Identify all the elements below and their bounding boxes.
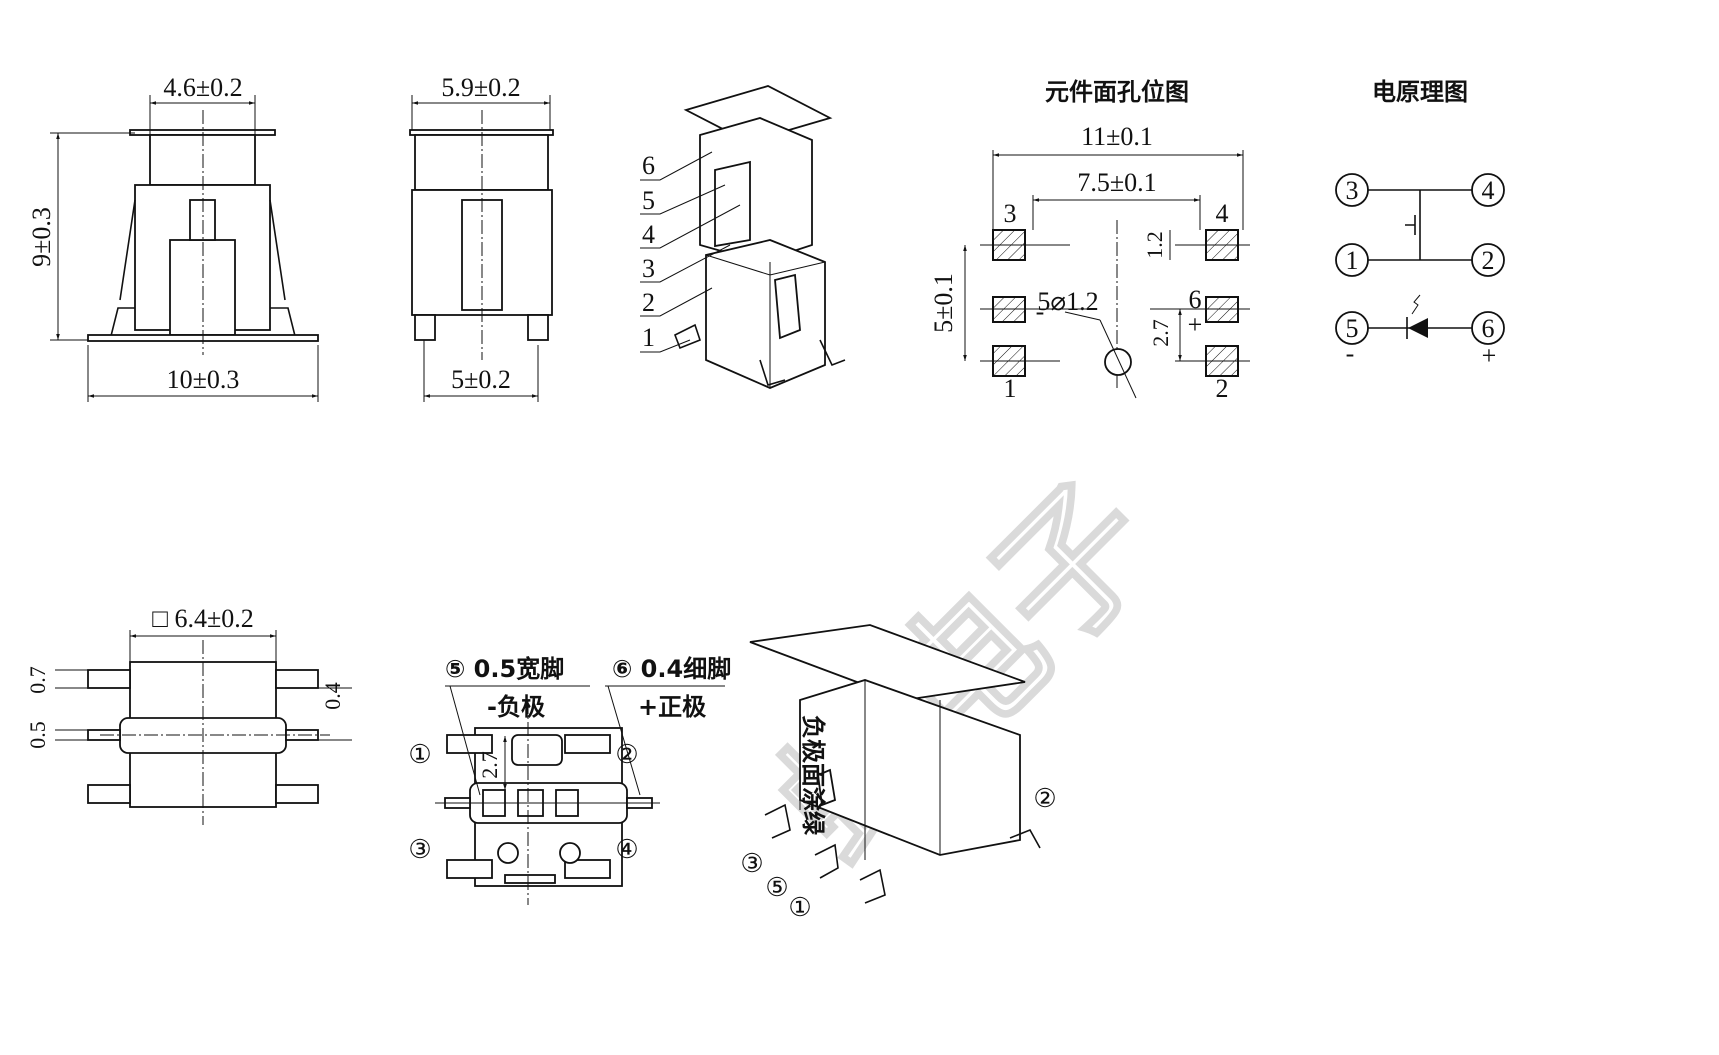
callouts: 6 5 4 3 2 1 — [640, 151, 741, 353]
pin-3-label: ③ — [408, 835, 431, 864]
plus-sign: + — [1188, 310, 1203, 339]
node-4: 4 — [1482, 176, 1495, 205]
minus-sign: - — [1036, 297, 1045, 326]
callout-4: 4 — [642, 220, 655, 249]
front-view: 4.6±0.2 9±0.3 10±0.3 — [27, 73, 319, 402]
dim-width-top: 4.6±0.2 — [163, 73, 242, 102]
callout-3: 3 — [642, 254, 655, 283]
dim-height: 9±0.3 — [27, 207, 56, 267]
bottom-view: 2.7 ⑤ 0.5宽脚 ⑥ 0.4细脚 -负极 +正极 ① ② ③ ④ — [408, 655, 731, 905]
schematic-title: 电原理图 — [1372, 78, 1468, 106]
side-view: 5.9±0.2 5±0.2 — [409, 73, 554, 402]
negative-label: -负极 — [487, 693, 545, 721]
iso-view: 负极面涂绿 ② ③ ⑤ ① — [740, 624, 1057, 922]
dim-width-bottom: 5±0.2 — [451, 365, 511, 394]
negative-green-note: 负极面涂绿 — [799, 715, 827, 836]
iso-pin-3: ③ — [740, 849, 763, 878]
iso-pin-2: ② — [1033, 784, 1056, 813]
schematic: 电原理图 3 4 1 2 5 6 - + — [1335, 78, 1505, 370]
pin6-note: ⑥ 0.4细脚 — [612, 655, 731, 683]
dim-pad-height: 1.2 — [1142, 231, 1167, 259]
dim-size: □ 6.4±0.2 — [152, 604, 253, 633]
pcb-layout-title: 元件面孔位图 — [1045, 78, 1189, 106]
dim-c: 0.4 — [320, 682, 345, 710]
schematic-plus: + — [1482, 341, 1497, 370]
callout-6: 6 — [642, 151, 655, 180]
pin-2-label: ② — [615, 740, 638, 769]
callout-2: 2 — [642, 288, 655, 317]
pin-1-label: ① — [408, 740, 431, 769]
node-5: 5 — [1346, 314, 1359, 343]
node-2: 2 — [1482, 246, 1495, 275]
dim-inner: 7.5±0.1 — [1077, 168, 1156, 197]
dim-offset: 2.7 — [477, 751, 502, 779]
pcb-layout: 元件面孔位图 11±0.1 7.5±0.1 3 4 6 1 2 + - 5⌀1.… — [929, 78, 1250, 403]
top-view: □ 6.4±0.2 0.7 0.5 0.4 — [25, 604, 352, 825]
pin5-note: ⑤ 0.5宽脚 — [445, 655, 564, 683]
callout-5: 5 — [642, 186, 655, 215]
node-6: 6 — [1482, 314, 1495, 343]
dim-hole: 5⌀1.2 — [1037, 287, 1098, 316]
dim-vertical: 5±0.1 — [929, 273, 958, 333]
dim-width-top: 5.9±0.2 — [441, 73, 520, 102]
pin-4-label: ④ — [615, 835, 638, 864]
schematic-nodes: 3 4 1 2 5 6 — [1335, 173, 1505, 345]
positive-label: +正极 — [638, 693, 706, 721]
dim-b: 0.5 — [25, 721, 50, 749]
pad-label-2: 2 — [1216, 374, 1229, 403]
pad-label-3: 3 — [1004, 199, 1017, 228]
callout-1: 1 — [642, 323, 655, 352]
dim-outer: 11±0.1 — [1081, 122, 1153, 151]
dim-width-bottom: 10±0.3 — [167, 365, 240, 394]
node-1: 1 — [1346, 246, 1359, 275]
schematic-minus: - — [1346, 339, 1355, 368]
pad-label-1: 1 — [1004, 374, 1017, 403]
iso-pin-1: ① — [788, 893, 811, 922]
dim-a: 0.7 — [25, 666, 50, 694]
pad-label-6: 6 — [1189, 285, 1202, 314]
dim-offset: 2.7 — [1148, 319, 1173, 347]
iso-pin-5: ⑤ — [765, 873, 788, 902]
pad-label-4: 4 — [1216, 199, 1229, 228]
exploded-view: 6 5 4 3 2 1 — [640, 85, 846, 389]
node-3: 3 — [1346, 176, 1359, 205]
